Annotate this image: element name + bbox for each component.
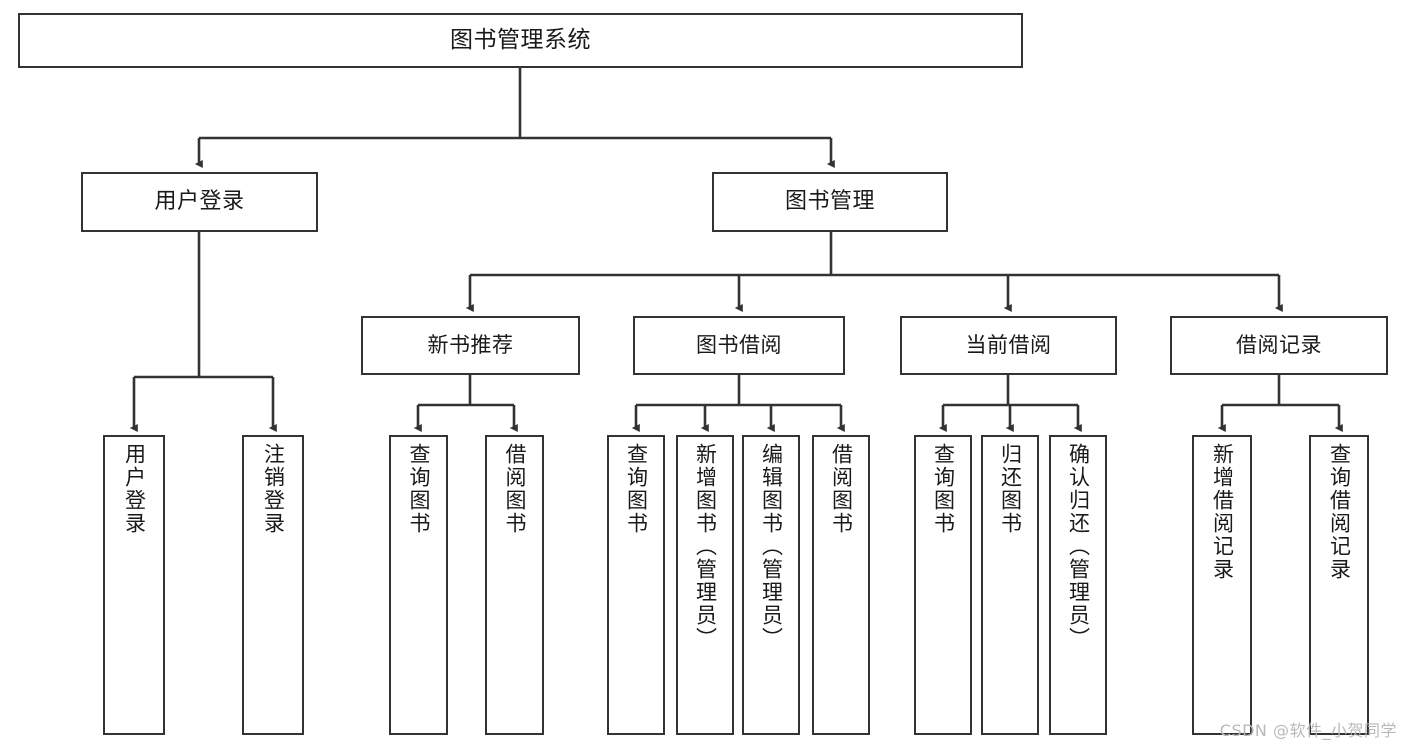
node-borrow-record[interactable]: 借阅记录	[1170, 316, 1388, 375]
node-label: 确认归还（管理员）	[1066, 443, 1091, 650]
node-user-login[interactable]: 用户登录	[81, 172, 318, 232]
node-label: 新增借阅记录	[1210, 443, 1235, 581]
node-label: 图书管理系统	[450, 26, 591, 53]
leaf-current-query-book[interactable]: 查询图书	[914, 435, 972, 735]
node-label: 当前借阅	[965, 333, 1052, 358]
node-label: 借阅记录	[1236, 333, 1322, 358]
node-root-library-system[interactable]: 图书管理系统	[18, 13, 1023, 68]
leaf-current-return-book[interactable]: 归还图书	[981, 435, 1039, 735]
node-label: 新书推荐	[427, 333, 514, 358]
leaf-record-query-record[interactable]: 查询借阅记录	[1309, 435, 1369, 735]
node-label: 注销登录	[261, 443, 286, 535]
node-label: 图书借阅	[696, 333, 782, 358]
leaf-current-confirm-return-admin[interactable]: 确认归还（管理员）	[1049, 435, 1107, 735]
node-label: 查询图书	[931, 443, 956, 535]
node-label: 图书管理	[784, 189, 875, 215]
node-label: 查询图书	[406, 443, 431, 535]
leaf-new-book-borrow[interactable]: 借阅图书	[485, 435, 544, 735]
node-label: 用户登录	[154, 189, 245, 215]
node-book-borrow[interactable]: 图书借阅	[633, 316, 845, 375]
leaf-new-book-query[interactable]: 查询图书	[389, 435, 448, 735]
node-label: 归还图书	[998, 443, 1023, 535]
node-label: 查询借阅记录	[1327, 443, 1352, 581]
watermark-text: CSDN @软件_小贺同学	[1219, 721, 1397, 740]
leaf-user-login-logout[interactable]: 注销登录	[242, 435, 304, 735]
leaf-borrow-add-book-admin[interactable]: 新增图书（管理员）	[676, 435, 734, 735]
node-label: 新增图书（管理员）	[693, 443, 718, 650]
leaf-borrow-query-book[interactable]: 查询图书	[607, 435, 665, 735]
node-label: 编辑图书（管理员）	[759, 443, 784, 650]
node-label: 查询图书	[624, 443, 649, 535]
node-label: 借阅图书	[502, 443, 527, 535]
node-new-book-recommend[interactable]: 新书推荐	[361, 316, 580, 375]
node-book-management[interactable]: 图书管理	[712, 172, 948, 232]
leaf-user-login-login[interactable]: 用户登录	[103, 435, 165, 735]
leaf-borrow-edit-book-admin[interactable]: 编辑图书（管理员）	[742, 435, 800, 735]
node-label: 用户登录	[122, 443, 147, 535]
leaf-borrow-borrow-book[interactable]: 借阅图书	[812, 435, 870, 735]
node-current-borrow[interactable]: 当前借阅	[900, 316, 1117, 375]
node-label: 借阅图书	[829, 443, 854, 535]
leaf-record-add-record[interactable]: 新增借阅记录	[1192, 435, 1252, 735]
